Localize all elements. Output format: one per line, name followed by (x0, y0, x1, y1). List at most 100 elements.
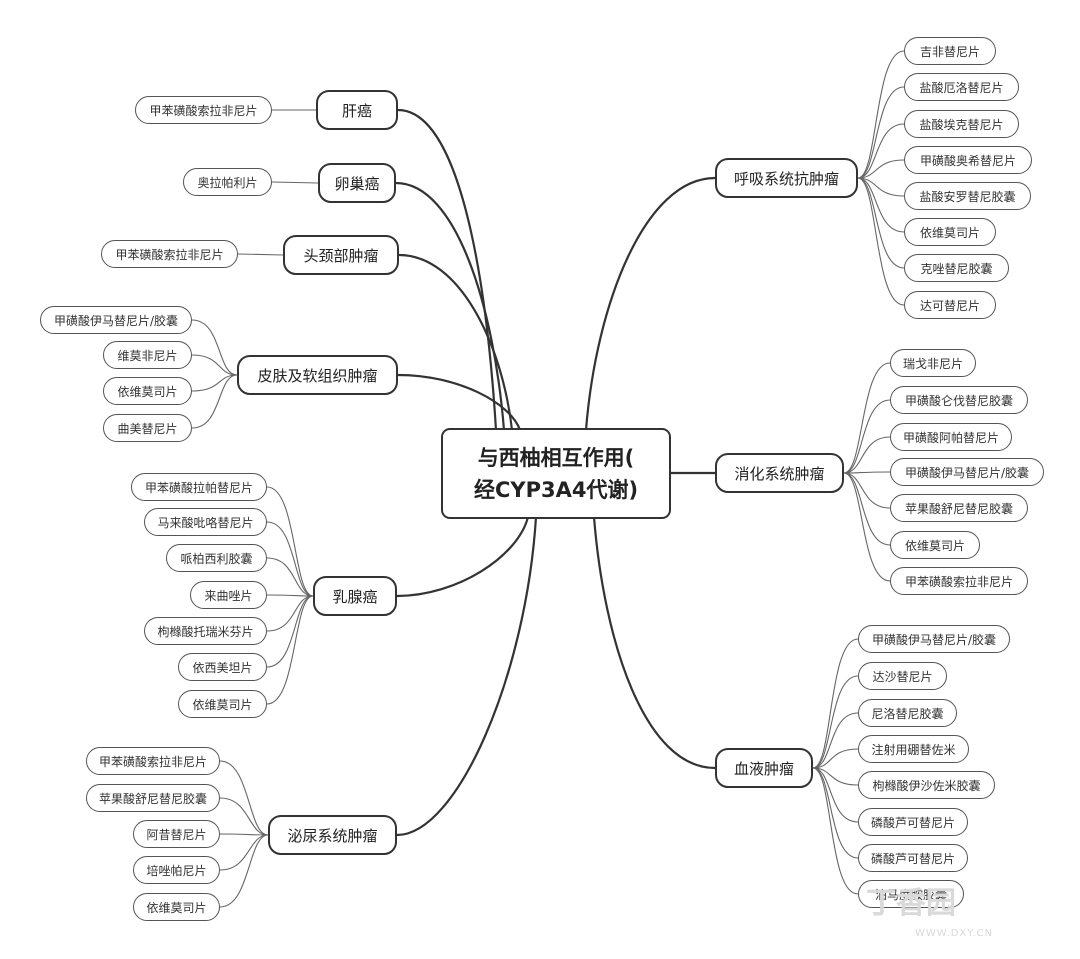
leaf-connector (843, 472, 891, 509)
leaf-node: 苹果酸舒尼替尼胶囊 (86, 784, 220, 812)
leaf-connector (857, 123, 905, 179)
leaf-node: 来曲唑片 (190, 581, 267, 609)
leaf-node: 甲苯磺酸索拉非尼片 (101, 240, 238, 268)
leaf-node: 克唑替尼胶囊 (904, 254, 1009, 282)
leaf-connector (812, 638, 859, 769)
leaf-node: 甲苯磺酸拉帕替尼片 (131, 473, 267, 501)
leaf-node: 依西美坦片 (178, 653, 267, 681)
leaf-node: 奥拉帕利片 (183, 168, 272, 196)
leaf-connector (191, 374, 238, 392)
leaf-node: 依维莫司片 (890, 531, 980, 559)
leaf-connector (857, 177, 905, 197)
branch-node: 呼吸系统抗肿瘤 (715, 158, 858, 198)
leaf-connector (191, 319, 238, 376)
leaf-connector (843, 472, 891, 582)
leaf-node: 甲磺酸伊马替尼片/胶囊 (40, 306, 192, 334)
leaf-node: 甲苯磺酸索拉非尼片 (86, 747, 220, 775)
leaf-connector (857, 86, 905, 179)
leaf-node: 盐酸埃克替尼片 (904, 110, 1019, 138)
leaf-connector (812, 767, 859, 786)
leaf-connector (191, 374, 238, 429)
leaf-node: 哌柏西利胶囊 (166, 544, 267, 572)
branch-node: 消化系统肿瘤 (715, 453, 844, 493)
leaf-node: 甲磺酸奥希替尼片 (904, 146, 1032, 174)
leaf-node: 甲磺酸阿帕替尼片 (890, 423, 1012, 451)
leaf-connector (843, 399, 891, 474)
leaf-node: 枸橼酸托瑞米芬片 (144, 617, 267, 645)
leaf-node: 甲磺酸仑伐替尼胶囊 (890, 386, 1028, 414)
leaf-node: 培唑帕尼片 (133, 856, 220, 884)
root-connector (396, 516, 538, 837)
root-connector (584, 176, 716, 431)
leaf-connector (857, 50, 905, 179)
leaf-node: 依维莫司片 (178, 690, 267, 718)
leaf-node: 依维莫司片 (103, 377, 192, 405)
leaf-connector (237, 253, 284, 256)
leaf-connector (219, 797, 269, 836)
leaf-connector (266, 595, 314, 632)
root-connector (397, 108, 498, 431)
leaf-connector (266, 594, 314, 597)
leaf-node: 依维莫司片 (904, 218, 996, 246)
leaf-connector (266, 595, 314, 705)
leaf-connector (843, 436, 891, 474)
leaf-node: 马来酸吡咯替尼片 (144, 508, 267, 536)
leaf-node: 尼洛替尼胶囊 (858, 699, 957, 727)
leaf-connector (219, 760, 269, 836)
root-connector (592, 516, 716, 770)
leaf-node: 吉非替尼片 (904, 37, 996, 65)
root-title-line-2: 经CYP3A4代谢) (473, 477, 639, 502)
branch-node: 肝癌 (316, 90, 398, 130)
branch-node: 血液肿瘤 (715, 748, 813, 788)
root-node: 与西柚相互作用( 经CYP3A4代谢) (441, 428, 671, 519)
leaf-connector (219, 833, 269, 836)
leaf-node: 甲磺酸伊马替尼片/胶囊 (890, 458, 1044, 486)
leaf-node: 达沙替尼片 (858, 662, 947, 690)
leaf-node: 甲磺酸伊马替尼片/胶囊 (858, 625, 1010, 653)
leaf-connector (266, 521, 314, 597)
leaf-node: 磷酸芦可替尼片 (858, 808, 968, 836)
leaf-node: 阿昔替尼片 (133, 820, 220, 848)
root-connector (395, 181, 506, 431)
leaf-connector (857, 159, 905, 179)
leaf-node: 注射用硼替佐米 (858, 735, 969, 763)
leaf-connector (812, 767, 859, 823)
branch-node: 卵巢癌 (318, 163, 396, 203)
root-connector (397, 373, 522, 431)
leaf-connector (857, 177, 905, 306)
leaf-connector (843, 472, 891, 546)
leaf-node: 枸橼酸伊沙佐米胶囊 (858, 771, 995, 799)
leaf-node: 达可替尼片 (904, 291, 996, 319)
leaf-node: 瑞戈非尼片 (890, 349, 976, 377)
leaf-connector (266, 595, 314, 668)
leaf-connector (843, 471, 891, 474)
branch-node: 乳腺癌 (313, 576, 397, 616)
leaf-node: 维莫非尼片 (103, 341, 192, 369)
leaf-connector (266, 557, 314, 597)
leaf-node: 盐酸厄洛替尼片 (904, 73, 1019, 101)
root-connector (398, 253, 514, 431)
branch-node: 皮肤及软组织肿瘤 (237, 355, 398, 395)
leaf-node: 曲美替尼片 (103, 414, 192, 442)
leaf-connector (266, 486, 314, 597)
root-connector (396, 516, 530, 598)
leaf-node: 盐酸安罗替尼胶囊 (904, 182, 1031, 210)
leaf-node: 磷酸芦可替尼片 (858, 844, 968, 872)
leaf-node: 甲苯磺酸索拉非尼片 (890, 567, 1028, 595)
leaf-node: 甲苯磺酸索拉非尼片 (135, 96, 272, 124)
branch-node: 泌尿系统肿瘤 (268, 815, 397, 855)
branch-node: 头颈部肿瘤 (283, 235, 399, 275)
leaf-connector (219, 834, 269, 871)
leaf-connector (843, 362, 891, 474)
leaf-connector (191, 354, 238, 376)
root-title-line-1: 与西柚相互作用( (477, 445, 635, 470)
leaf-connector (857, 177, 905, 233)
leaf-connector (219, 834, 269, 908)
leaf-node: 苹果酸舒尼替尼胶囊 (890, 494, 1028, 522)
leaf-node: 泊马度胺胶囊 (858, 880, 964, 908)
leaf-connector (812, 712, 859, 769)
leaf-connector (271, 181, 319, 184)
leaf-connector (812, 767, 859, 895)
